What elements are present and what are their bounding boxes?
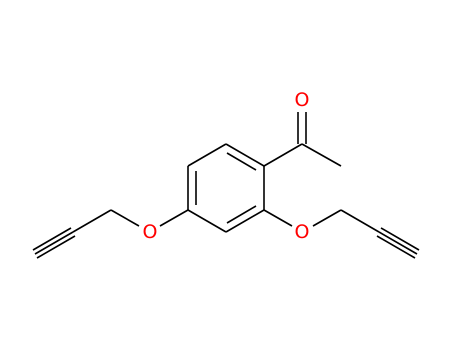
para-propargyloxy-group: O bbox=[32, 209, 189, 259]
acetyl-group: O bbox=[263, 89, 342, 167]
ortho-ether-oxygen-label: O bbox=[295, 221, 310, 243]
ring-bond-c6-c1 bbox=[187, 143, 227, 167]
ring-bond-c3-c4 bbox=[225, 209, 265, 233]
ortho-triple-bond-center bbox=[378, 231, 418, 255]
ring-bond-c4-c5 bbox=[187, 209, 227, 233]
bond-ring-to-para-oxygen bbox=[159, 209, 189, 227]
para-triple-bond-center bbox=[34, 231, 74, 255]
bond-ch2-to-alkyne bbox=[340, 209, 380, 233]
para-triple-bond-lower bbox=[36, 235, 76, 259]
ring-bond-c1-c2 bbox=[225, 143, 265, 167]
para-ether-oxygen-label: O bbox=[143, 221, 158, 243]
carbonyl-oxygen-label: O bbox=[295, 89, 310, 111]
para-triple-bond-upper bbox=[32, 227, 72, 251]
bond-carbonyl-to-methyl bbox=[301, 143, 342, 167]
benzene-ring bbox=[187, 143, 265, 233]
bond-ch2-to-alkyne bbox=[72, 209, 112, 233]
ring-double-bond-inner-1 bbox=[226, 152, 257, 171]
ortho-triple-bond-upper bbox=[380, 227, 420, 251]
ortho-propargyloxy-group: O bbox=[263, 209, 420, 259]
bond-ortho-oxygen-to-ch2 bbox=[312, 209, 342, 227]
ring-double-bond-inner-2 bbox=[226, 205, 257, 224]
ortho-triple-bond-lower bbox=[376, 235, 416, 259]
bond-ring-to-carbonyl-carbon bbox=[263, 143, 303, 167]
bond-ring-to-ortho-oxygen bbox=[263, 209, 293, 227]
bond-para-oxygen-to-ch2 bbox=[110, 209, 140, 227]
